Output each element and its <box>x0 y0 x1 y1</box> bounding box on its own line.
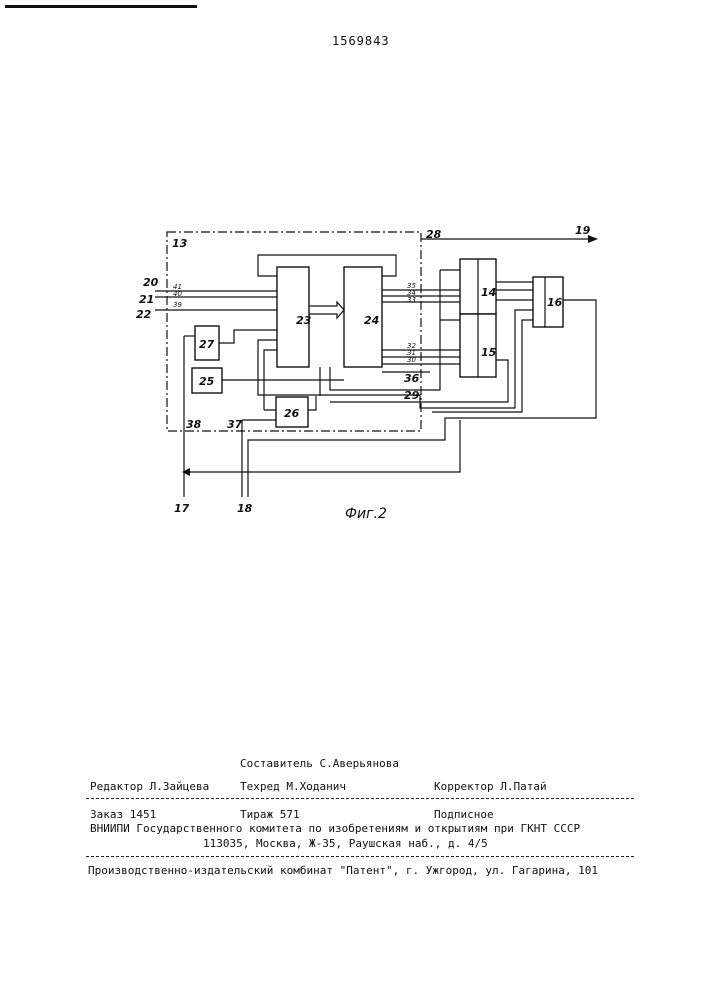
label-block-23: 23 <box>296 314 312 327</box>
order-line: Заказ 1451 <box>90 808 156 821</box>
header-rule <box>5 5 197 8</box>
label-36: 36 <box>404 372 420 385</box>
editor-line: Редактор Л.Зайцева <box>90 780 209 793</box>
patent-number: 1569843 <box>332 34 390 48</box>
techred-line: Техред М.Ходанич <box>240 780 346 793</box>
compiler-line: Составитель С.Аверьянова <box>240 757 399 770</box>
label-18: 18 <box>237 502 253 515</box>
subscription-line: Подписное <box>434 808 494 821</box>
label-22: 22 <box>136 308 152 321</box>
label-21: 21 <box>139 293 154 306</box>
label-33: 33 <box>407 296 416 304</box>
label-20: 20 <box>143 276 159 289</box>
label-30: 30 <box>407 356 416 364</box>
label-40: 40 <box>173 290 182 298</box>
label-block-26: 26 <box>284 407 300 420</box>
label-37: 37 <box>227 418 243 431</box>
label-13: 13 <box>172 237 188 250</box>
label-block-14: 14 <box>481 286 496 299</box>
circulation-line: Тираж 571 <box>240 808 300 821</box>
footer-rule-bottom <box>86 856 634 857</box>
label-block-16: 16 <box>547 296 563 309</box>
label-19: 19 <box>575 224 591 237</box>
label-block-15: 15 <box>481 346 497 359</box>
publisher-line: Производственно-издательский комбинат "П… <box>88 864 598 877</box>
label-block-24: 24 <box>364 314 379 327</box>
label-block-25: 25 <box>199 375 215 388</box>
label-28: 28 <box>426 228 442 241</box>
institute-line: ВНИИПИ Государственного комитета по изоб… <box>90 822 580 835</box>
label-17: 17 <box>174 502 190 515</box>
label-29: 29 <box>404 389 420 402</box>
address-line: 113035, Москва, Ж-35, Раушская наб., д. … <box>203 837 488 850</box>
figure-caption: Фиг.2 <box>345 506 387 522</box>
label-block-27: 27 <box>199 338 215 351</box>
label-39: 39 <box>173 301 182 309</box>
corrector-line: Корректор Л.Патай <box>434 780 547 793</box>
footer-rule-top <box>86 798 634 799</box>
circuit-diagram: 23 24 14 15 16 25 26 27 13 28 19 20 21 2… <box>0 210 707 530</box>
label-38: 38 <box>186 418 202 431</box>
